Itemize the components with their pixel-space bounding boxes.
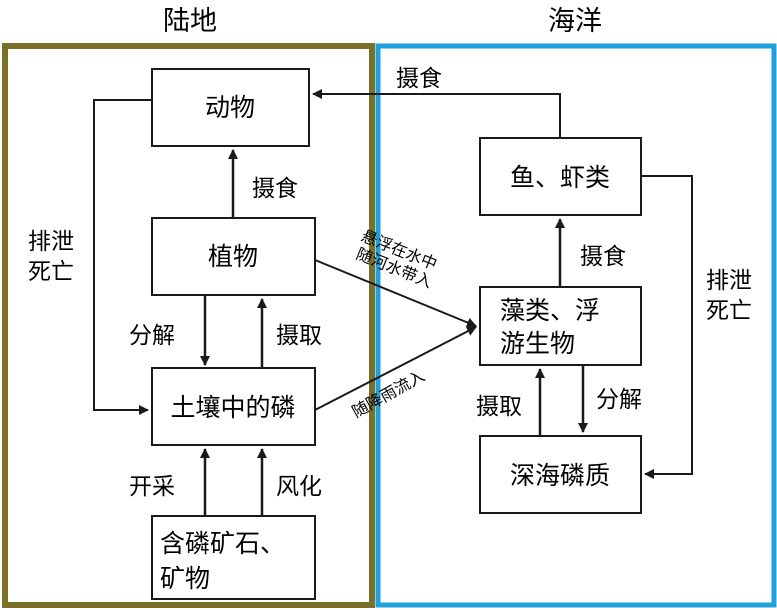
node-fish-shrimp: 鱼、虾类 <box>479 137 642 216</box>
node-ore-line2: 矿物 <box>160 564 210 593</box>
node-plant-label: 植物 <box>208 242 258 271</box>
label-deep-to-algae: 摄取 <box>476 394 522 420</box>
label-land-excrete-line2: 死亡 <box>28 259 74 285</box>
label-soil-to-plant: 摄取 <box>276 323 322 349</box>
node-phosphate-ore: 含磷矿石、 矿物 <box>151 515 316 600</box>
label-land-excrete-line1: 排泄 <box>28 229 74 255</box>
node-plant: 植物 <box>151 217 316 296</box>
node-animal-label: 动物 <box>205 93 255 122</box>
arrow-animal-excrete-to-soil <box>93 99 152 415</box>
node-algae-line1: 藻类、浮 <box>500 296 600 325</box>
arrow-soil-to-algae <box>314 326 477 411</box>
ocean-region-frame <box>375 43 777 608</box>
ocean-title: 海洋 <box>548 6 602 37</box>
label-plant-to-animal: 摄食 <box>252 176 298 202</box>
label-plant-to-soil: 分解 <box>129 323 175 349</box>
label-ocean-excrete-line2: 死亡 <box>706 298 752 324</box>
label-ocean-excrete-line1: 排泄 <box>706 268 752 294</box>
node-deep-sea-label: 深海磷质 <box>510 461 610 490</box>
label-mining: 开采 <box>129 474 175 500</box>
label-algae-to-deep: 分解 <box>596 387 642 413</box>
node-ore-line1: 含磷矿石、 <box>160 529 285 558</box>
label-algae-to-fish: 摄食 <box>580 244 626 270</box>
arrow-fish-excrete-to-deep <box>641 175 693 479</box>
label-ocean-to-animal: 摄食 <box>396 66 442 92</box>
node-soil-phosphorus: 土壤中的磷 <box>151 367 316 446</box>
node-algae-line2: 游生物 <box>500 329 575 358</box>
node-fish-label: 鱼、虾类 <box>510 163 610 192</box>
label-weathering: 风化 <box>276 474 322 500</box>
node-algae-plankton: 藻类、浮 游生物 <box>479 286 642 366</box>
node-animal: 动物 <box>151 68 310 147</box>
label-rain-runoff: 随降雨流入 <box>349 366 428 421</box>
arrow-plant-to-algae <box>314 259 477 328</box>
node-deep-sea-phosphorus: 深海磷质 <box>479 435 642 514</box>
land-title: 陆地 <box>163 6 217 37</box>
node-soil-phosphorus-label: 土壤中的磷 <box>170 393 295 422</box>
land-region-frame <box>2 43 375 608</box>
arrow-fish-to-animal <box>312 89 561 138</box>
